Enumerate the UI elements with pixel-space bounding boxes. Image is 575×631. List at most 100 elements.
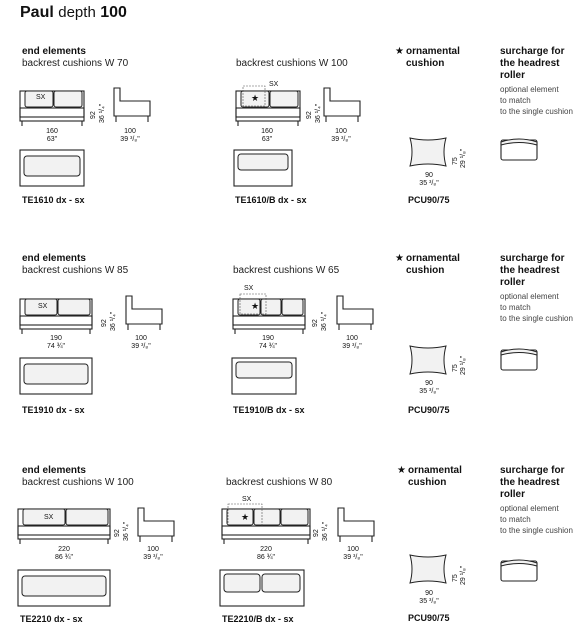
sofa-top-drawing xyxy=(19,149,85,187)
surcharge-line1: surcharge for xyxy=(500,46,565,57)
product-code: TE1910/B dx - sx xyxy=(233,405,305,415)
sofa-front-drawing xyxy=(17,508,111,544)
star-icon: ★ xyxy=(251,93,260,103)
width-in: 86 ¾" xyxy=(256,554,276,561)
sofa-side-drawing xyxy=(125,295,163,330)
depth-in: 39 ³/₈" xyxy=(343,554,363,561)
cushion-height-cm: 75 xyxy=(452,157,459,165)
cushion-width-cm: 90 xyxy=(425,590,433,597)
sx-label: SX xyxy=(38,303,48,310)
sofa-top-drawing xyxy=(19,357,93,395)
width-in: 74 ¾" xyxy=(258,343,278,350)
depth-in: 39 ³/₈" xyxy=(131,343,151,350)
depth-in: 39 ³/₈" xyxy=(342,343,362,350)
height-in: 36 ¹/₄" xyxy=(315,103,322,123)
sofa-top-drawing xyxy=(219,569,305,607)
sofa-top-drawing xyxy=(231,357,297,395)
headrest-roller-drawing xyxy=(500,138,538,161)
height-cm: 92 xyxy=(312,319,319,327)
sofa-top-drawing xyxy=(233,149,293,187)
width-cm: 160 xyxy=(261,128,273,135)
sx-label: SX xyxy=(244,285,254,292)
optional-line3: to the single cushion xyxy=(500,107,573,116)
depth-in: 39 ³/₈" xyxy=(331,136,351,143)
product-code: TE2210 dx - sx xyxy=(20,614,83,624)
page-title: Paul depth 100 xyxy=(20,4,127,22)
star-icon: ★ xyxy=(251,301,260,311)
cushion-drawing xyxy=(409,345,447,375)
end-elements-heading: end elements xyxy=(22,465,86,476)
sofa-front-star-drawing xyxy=(221,503,311,544)
width-cm: 220 xyxy=(260,546,272,553)
height-in: 36 ¹/₄" xyxy=(321,311,328,331)
end-elements-heading: end elements xyxy=(22,46,86,57)
surcharge-line1: surcharge for xyxy=(500,465,565,476)
cushion-code: PCU90/75 xyxy=(408,613,450,623)
cushion-height-in: 29 ¹/₈" xyxy=(460,355,467,375)
width-in: 63" xyxy=(46,136,58,143)
optional-line1: optional element xyxy=(500,292,559,301)
depth-cm: 100 xyxy=(347,546,359,553)
width-in: 74 ¾" xyxy=(46,343,66,350)
depth-cm: 100 xyxy=(335,128,347,135)
height-in: 36 ¹/₄" xyxy=(123,521,130,541)
cushion-width-in: 35 ³/₈" xyxy=(419,598,439,605)
cushion-height-cm: 75 xyxy=(452,574,459,582)
title-depth: depth xyxy=(58,4,96,21)
surcharge-line2: the headrest xyxy=(500,58,560,69)
depth-cm: 100 xyxy=(124,128,136,135)
headrest-roller-drawing xyxy=(500,559,538,582)
surcharge-line3: roller xyxy=(500,277,526,288)
width-cm: 190 xyxy=(50,335,62,342)
cushion-width-in: 35 ³/₈" xyxy=(419,388,439,395)
depth-cm: 100 xyxy=(147,546,159,553)
product-code: TE1610/B dx - sx xyxy=(235,195,307,205)
right-subtitle: backrest cushions W 65 xyxy=(233,265,340,276)
optional-line2: to match xyxy=(500,96,531,105)
sofa-top-drawing xyxy=(17,569,111,607)
cushion-label: cushion xyxy=(406,58,445,69)
product-code: TE1610 dx - sx xyxy=(22,195,85,205)
sofa-side-drawing xyxy=(337,507,375,542)
depth-in: 39 ³/₈" xyxy=(143,554,163,561)
right-subtitle: backrest cushions W 80 xyxy=(226,477,333,488)
cushion-label: cushion xyxy=(408,477,447,488)
width-cm: 220 xyxy=(58,546,70,553)
sofa-side-drawing xyxy=(336,295,374,330)
surcharge-line3: roller xyxy=(500,489,526,500)
height-cm: 92 xyxy=(114,529,121,537)
star-icon: ★ xyxy=(395,46,404,57)
cushion-height-in: 29 ¹/₈" xyxy=(460,148,467,168)
star-icon: ★ xyxy=(241,512,250,522)
height-cm: 92 xyxy=(101,319,108,327)
left-subtitle: backrest cushions W 100 xyxy=(22,477,134,488)
ornamental-label: ornamental xyxy=(406,46,460,57)
depth-cm: 100 xyxy=(135,335,147,342)
cushion-width-cm: 90 xyxy=(425,172,433,179)
sofa-front-drawing xyxy=(19,90,85,126)
cushion-code: PCU90/75 xyxy=(408,195,450,205)
product-code: TE1910 dx - sx xyxy=(22,405,85,415)
sofa-front-star-drawing xyxy=(232,293,306,334)
height-cm: 92 xyxy=(306,111,313,119)
height-in: 36 ¹/₄" xyxy=(110,311,117,331)
product-code: TE2210/B dx - sx xyxy=(222,614,294,624)
cushion-label: cushion xyxy=(406,265,445,276)
left-subtitle: backrest cushions W 70 xyxy=(22,58,129,69)
sx-label: SX xyxy=(269,81,279,88)
width-cm: 190 xyxy=(262,335,274,342)
surcharge-line3: roller xyxy=(500,70,526,81)
cushion-height-in: 29 ¹/₈" xyxy=(460,565,467,585)
headrest-roller-drawing xyxy=(500,348,538,371)
star-icon: ★ xyxy=(395,253,404,264)
height-in: 36 ¹/₄" xyxy=(322,521,329,541)
ornamental-label: ornamental xyxy=(408,465,462,476)
end-elements-heading: end elements xyxy=(22,253,86,264)
sofa-front-star-drawing xyxy=(235,85,301,126)
sx-label: SX xyxy=(44,514,54,521)
depth-cm: 100 xyxy=(346,335,358,342)
surcharge-line2: the headrest xyxy=(500,477,560,488)
width-cm: 160 xyxy=(46,128,58,135)
depth-in: 39 ³/₈" xyxy=(120,136,140,143)
sx-label: SX xyxy=(36,94,46,101)
